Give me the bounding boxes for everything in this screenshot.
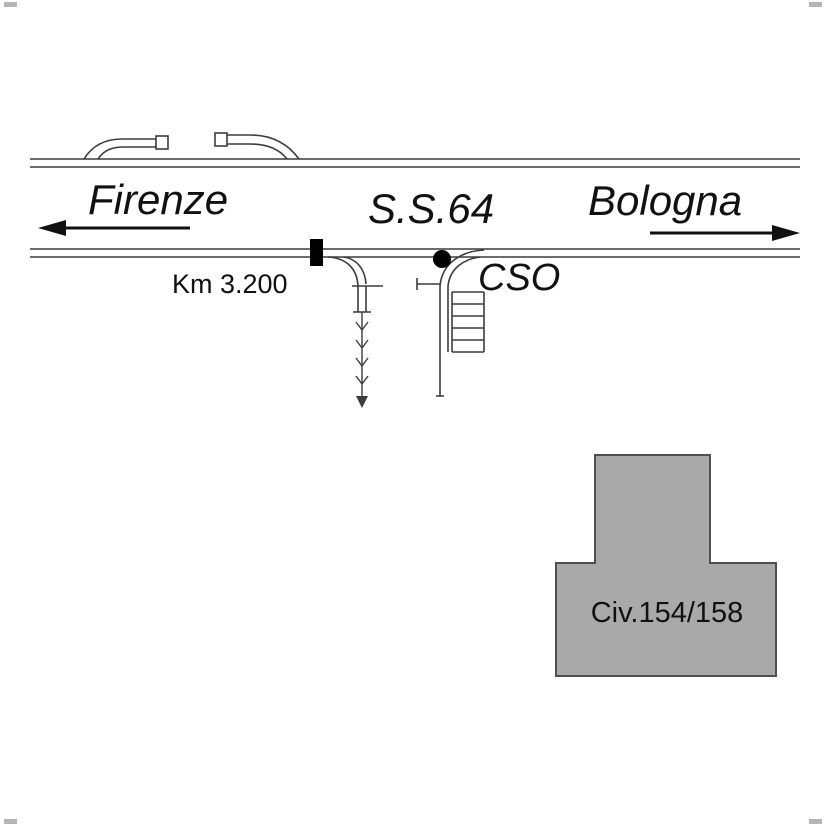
corner-mark-top-left bbox=[4, 2, 17, 7]
corner-mark-bottom-left bbox=[4, 819, 17, 824]
ramp-end-cap bbox=[155, 135, 169, 150]
diagram-linework bbox=[30, 132, 800, 408]
driveway-cso bbox=[416, 249, 485, 397]
footpath-arrow-down bbox=[355, 312, 369, 408]
label-km-marker: Km 3.200 bbox=[172, 269, 288, 299]
label-cso: CSO bbox=[478, 257, 560, 299]
label-road-ss64: S.S.64 bbox=[368, 185, 494, 232]
upper-ramp-left bbox=[83, 135, 169, 160]
label-bologna: Bologna bbox=[588, 177, 742, 224]
main-road bbox=[30, 248, 800, 258]
corner-marks bbox=[4, 2, 822, 824]
upper-road bbox=[30, 158, 800, 168]
building-footprint bbox=[555, 454, 777, 677]
label-building-civic-number: Civ.154/158 bbox=[591, 597, 744, 629]
firenze-direction-arrow bbox=[38, 220, 190, 236]
arrowhead-right bbox=[772, 225, 800, 241]
driveway-left bbox=[327, 256, 383, 313]
corner-mark-top-right bbox=[809, 2, 822, 7]
building: Civ.154/158 bbox=[555, 454, 777, 677]
upper-ramp-right bbox=[214, 132, 300, 160]
label-firenze: Firenze bbox=[88, 176, 228, 223]
arrowhead-left bbox=[38, 220, 66, 236]
footpath-arrowhead bbox=[356, 396, 368, 408]
stairs bbox=[451, 291, 485, 353]
km-marker bbox=[310, 239, 323, 266]
ramp-end-cap bbox=[214, 132, 228, 147]
corner-mark-bottom-right bbox=[809, 819, 822, 824]
bologna-direction-arrow bbox=[650, 225, 800, 241]
cso-location-dot bbox=[433, 250, 451, 268]
